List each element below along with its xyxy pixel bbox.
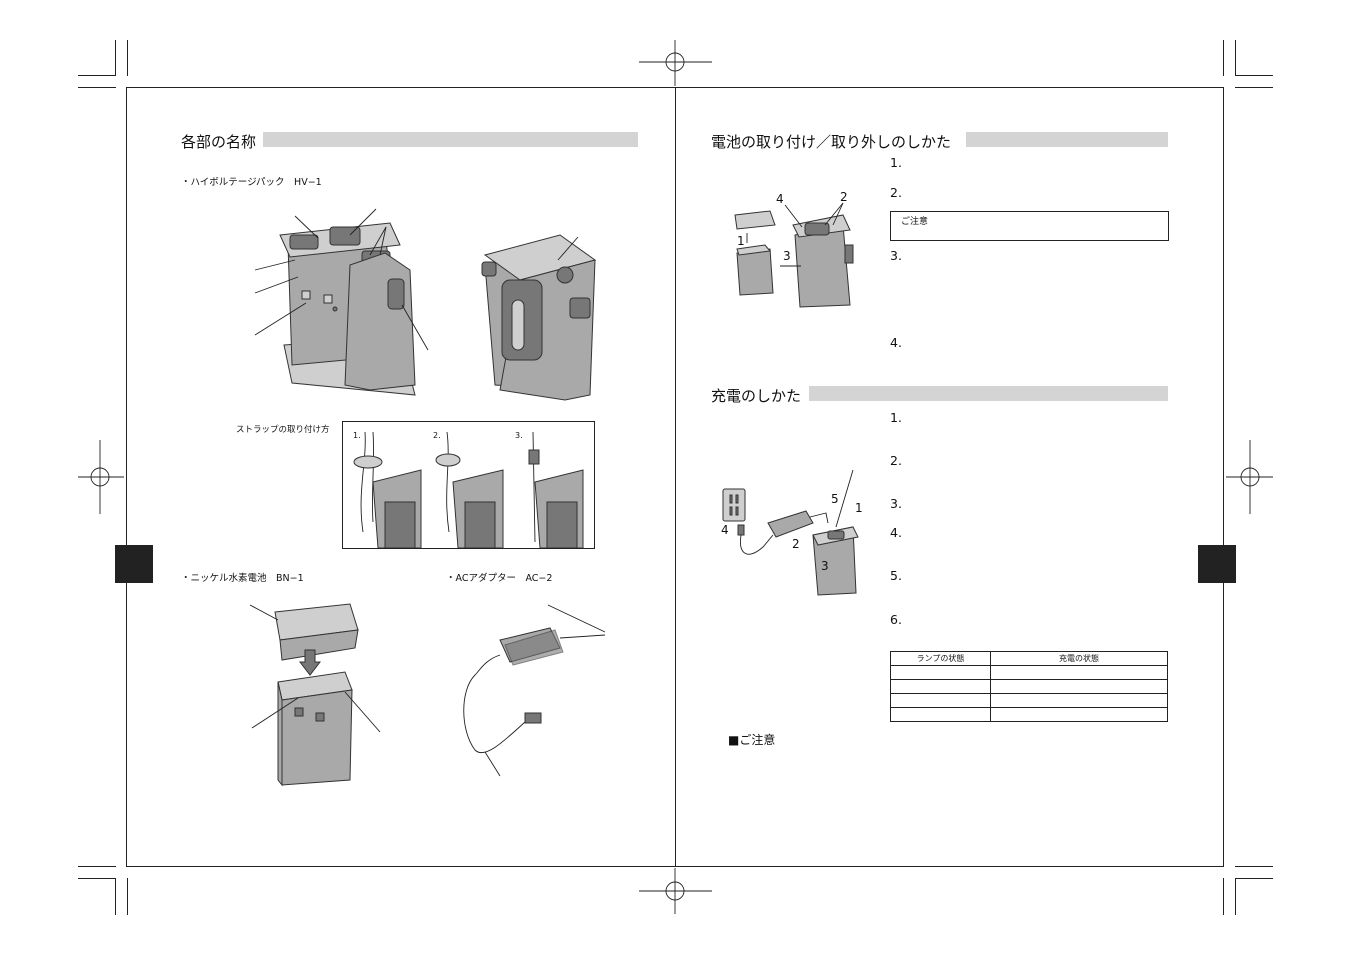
strap-step-1: 1. bbox=[353, 431, 361, 440]
strap-step-3: 3. bbox=[515, 431, 523, 440]
charge-step-5: 5. bbox=[890, 568, 902, 583]
caution-box-label: ご注意 bbox=[901, 217, 929, 227]
charge-step-6: 6. bbox=[890, 612, 902, 627]
battery-callout-2: 2 bbox=[840, 190, 848, 204]
strap-step-2: 2. bbox=[433, 431, 441, 440]
ac2-illustration bbox=[463, 604, 606, 777]
lamp-table-header-charge: 充電の状態 bbox=[990, 651, 1168, 666]
charge-step-1: 1. bbox=[890, 410, 902, 425]
table-row bbox=[890, 679, 1168, 694]
bn1-illustration bbox=[249, 603, 381, 787]
page-gutter bbox=[675, 87, 676, 867]
ac2-label: ・ACアダプター AC−2 bbox=[446, 573, 553, 584]
left-index-tab bbox=[115, 545, 153, 583]
hv1-back-illustration bbox=[481, 234, 597, 401]
caution-box: ご注意 bbox=[890, 211, 1169, 241]
charge-callout-2: 2 bbox=[792, 537, 800, 551]
battery-callout-3: 3 bbox=[783, 249, 791, 263]
battery-callout-1: 1 bbox=[737, 234, 745, 248]
charge-callout-1: 1 bbox=[855, 501, 863, 515]
table-row bbox=[890, 707, 1168, 722]
charge-step-2: 2. bbox=[890, 453, 902, 468]
section-title-parts: 各部の名称 bbox=[181, 133, 257, 151]
table-row bbox=[890, 665, 1168, 680]
charge-step-4: 4. bbox=[890, 525, 902, 540]
bn1-label: ・ニッケル水素電池 BN−1 bbox=[181, 573, 304, 584]
section1-title-bar bbox=[966, 132, 1168, 147]
charging-illustration bbox=[722, 469, 859, 596]
battery-step-2: 2. bbox=[890, 185, 902, 200]
strap-attachment-panel: 1. 2. 3. bbox=[342, 421, 595, 549]
battery-callout-4: 4 bbox=[776, 192, 784, 206]
charge-callout-5: 5 bbox=[831, 492, 839, 506]
strap-step-drawings bbox=[353, 431, 584, 548]
charge-callout-3: 3 bbox=[821, 559, 829, 573]
caution-footer: ■ご注意 bbox=[728, 733, 776, 747]
table-row bbox=[890, 693, 1168, 708]
section2-title-bar bbox=[809, 386, 1168, 401]
battery-step-1: 1. bbox=[890, 155, 902, 170]
charge-step-3: 3. bbox=[890, 496, 902, 511]
hv1-label: ・ハイボルテージパック HV−1 bbox=[181, 177, 322, 188]
battery-step-4: 4. bbox=[890, 335, 902, 350]
frame-left bbox=[126, 87, 127, 867]
hv1-front-illustration bbox=[254, 208, 429, 396]
charge-callout-4: 4 bbox=[721, 523, 729, 537]
lamp-table-header-row: ランプの状態 充電の状態 bbox=[890, 651, 1168, 666]
strap-label: ストラップの取り付け方 bbox=[236, 425, 330, 435]
lamp-table-header-lamp: ランプの状態 bbox=[890, 651, 991, 666]
section-title-charging: 充電のしかた bbox=[711, 387, 802, 405]
battery-step-3: 3. bbox=[890, 248, 902, 263]
section-title-bar bbox=[263, 132, 638, 147]
right-index-tab bbox=[1198, 545, 1236, 583]
lamp-status-table: ランプの状態 充電の状態 bbox=[890, 651, 1168, 722]
frame-right bbox=[1223, 87, 1224, 867]
section-title-battery: 電池の取り付け／取り外しのしかた bbox=[711, 133, 952, 151]
battery-install-illustration bbox=[734, 202, 854, 308]
